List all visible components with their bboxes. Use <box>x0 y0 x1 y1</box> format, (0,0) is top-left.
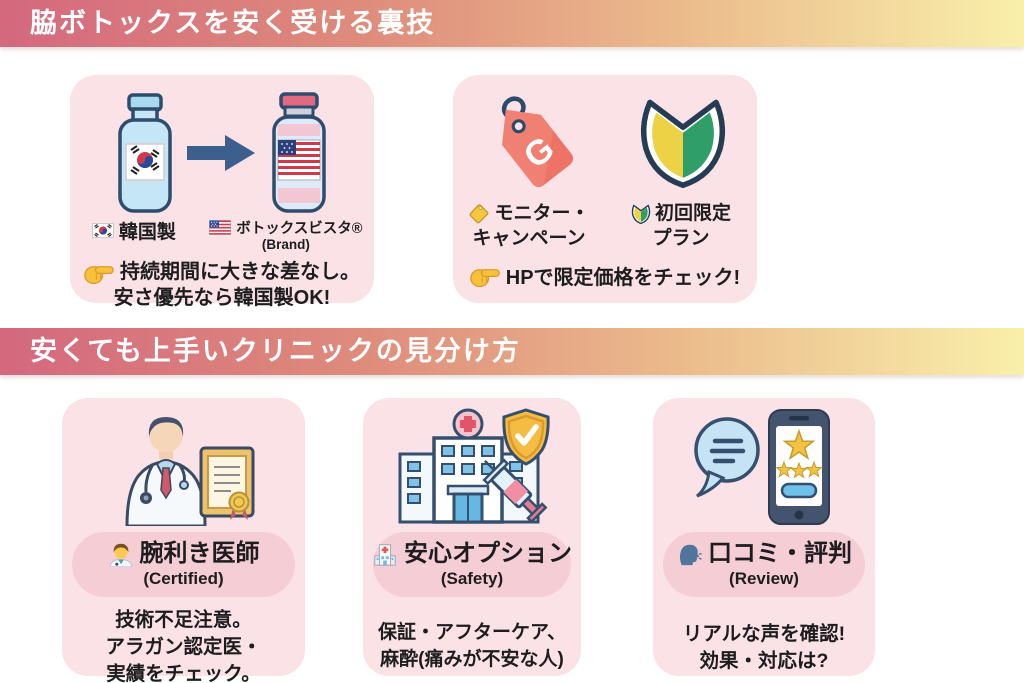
korea-flag-icon <box>91 223 114 238</box>
beginner-mark-small-icon <box>631 204 651 224</box>
speech-bubble-phone-icon <box>694 409 830 525</box>
product-note: 持続期間に大きな差なし。 安さ優先なら韓国製OK! <box>70 259 374 311</box>
review-text-line2: 効果・対応は? <box>699 650 829 672</box>
review-text-line1: リアルな声を確認! <box>682 623 846 645</box>
card-certified-doctor: 腕利き医師 (Certified) 技術不足注意。 アラガン認定医・ 実績をチェ… <box>62 398 305 683</box>
section-banner-middle: 安くても上手いクリニックの見分け方 <box>0 328 1024 375</box>
card-campaign-plans: G モニター・ キャンペーン <box>453 75 757 303</box>
vial-labels-row: 韓国製 ボトックスビスタ® ( <box>70 217 374 252</box>
review-illustration <box>653 398 875 526</box>
product-note-line2: 安さ優先なら韓国製OK! <box>113 287 331 309</box>
pointing-finger-icon <box>84 265 114 284</box>
safety-text-line1: 保証・アフターケア、 <box>377 622 567 643</box>
monitor-label-line1: モニター・ <box>494 203 590 224</box>
brand-sublabel: (Brand) <box>261 237 310 252</box>
doctor-with-certificate-icon <box>124 417 254 526</box>
speaking-head-emoji-icon <box>679 544 702 565</box>
doctor-card-subtitle: (Certified) <box>143 569 224 588</box>
campaign-labels-row: モニター・ キャンペーン 初回限定 プラン <box>453 201 757 251</box>
review-card-subtitle: (Review) <box>729 569 799 588</box>
korean-made-label: 韓国製 <box>118 222 176 243</box>
doctor-text-line1: 技術不足注意。 <box>115 609 252 631</box>
campaign-note-text: HPで限定価格をチェック! <box>505 267 741 289</box>
safety-card-subtitle: (Safety) <box>440 569 504 588</box>
campaign-illustration-row: G <box>453 75 757 193</box>
brand-label-block: ボトックスビスタ® (Brand) <box>198 217 374 252</box>
review-card-text: リアルな声を確認! 効果・対応は? <box>653 621 875 675</box>
safety-illustration <box>363 398 581 526</box>
hospital-shield-syringe-icon <box>398 408 550 524</box>
first-time-plan-label-block: 初回限定 プラン <box>605 201 757 251</box>
section-banner-top: 脇ボトックスを安く受ける裏技 <box>0 0 1024 47</box>
safety-card-title: 安心オプション <box>404 540 572 567</box>
card-safety-options: 安心オプション (Safety) 保証・アフターケア、 麻酔(痛みが不安な人) <box>363 398 581 676</box>
us-flag-icon <box>209 220 232 235</box>
safety-card-text: 保証・アフターケア、 麻酔(痛みが不安な人) <box>363 619 581 673</box>
campaign-note: HPで限定価格をチェック! <box>453 261 757 290</box>
first-time-label-line1: 初回限定 <box>654 203 731 224</box>
price-tag-icon: G <box>501 96 574 188</box>
vial-illustration-row <box>70 75 374 214</box>
arrow-right-icon <box>187 135 255 171</box>
doctor-card-text: 技術不足注意。 アラガン認定医・ 実績をチェック。 <box>62 607 305 683</box>
doctor-illustration <box>62 398 305 526</box>
first-time-label-line2: プラン <box>652 228 710 249</box>
male-doctor-emoji-icon <box>108 543 133 567</box>
pointing-finger-icon <box>469 269 500 287</box>
beginner-mark-icon <box>640 99 726 188</box>
tag-emoji-icon <box>469 203 489 223</box>
review-card-title: 口コミ・評判 <box>708 540 852 567</box>
doctor-card-title: 腕利き医師 <box>139 540 260 567</box>
product-note-line1: 持続期間に大きな差なし。 <box>120 261 360 283</box>
banner-top-title: 脇ボトックスを安く受ける裏技 <box>30 8 436 38</box>
card-reviews-reputation: 口コミ・評判 (Review) リアルな声を確認! 効果・対応は? <box>653 398 875 676</box>
korean-vial-icon <box>118 93 172 213</box>
brand-name-label: ボトックスビスタ® <box>236 221 363 237</box>
korean-made-label-block: 韓国製 <box>70 217 198 252</box>
doctor-text-line3: 実績をチェック。 <box>106 663 261 683</box>
hospital-emoji-icon <box>374 543 396 566</box>
card-korean-vs-brand: 韓国製 ボトックスビスタ® ( <box>70 75 374 309</box>
safety-title-pill: 安心オプション (Safety) <box>373 532 572 597</box>
doctor-text-line2: アラガン認定医・ <box>105 636 262 658</box>
doctor-title-pill: 腕利き医師 (Certified) <box>72 532 295 597</box>
monitor-label-line2: キャンペーン <box>472 228 586 249</box>
review-title-pill: 口コミ・評判 (Review) <box>663 532 865 597</box>
banner-middle-title: 安くても上手いクリニックの見分け方 <box>30 336 521 366</box>
monitor-campaign-label-block: モニター・ キャンペーン <box>453 201 605 251</box>
safety-text-line2: 麻酔(痛みが不安な人) <box>380 649 564 670</box>
brand-vial-icon <box>272 92 326 213</box>
